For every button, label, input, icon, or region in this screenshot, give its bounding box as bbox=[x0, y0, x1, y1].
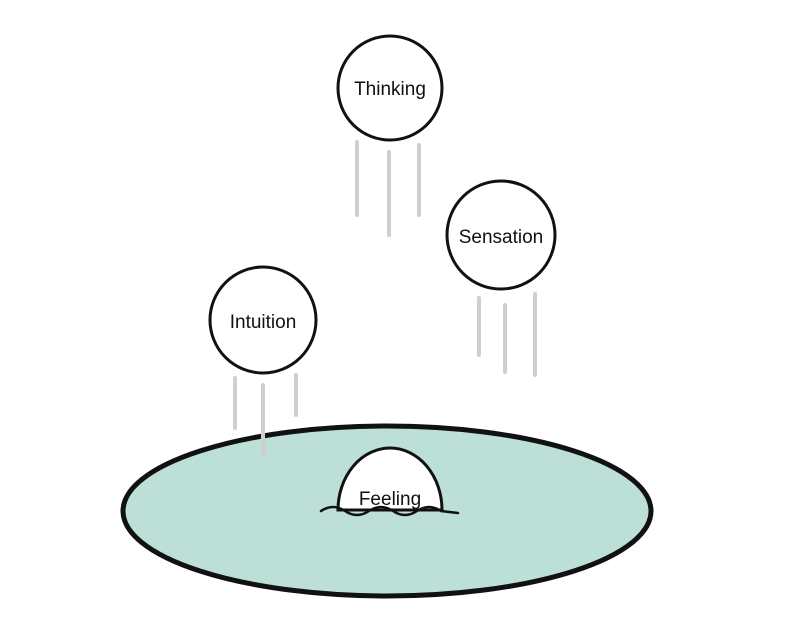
thinking-group: Thinking bbox=[336, 34, 444, 237]
sensation-motion-lines bbox=[477, 292, 537, 377]
sensation-circle bbox=[445, 179, 557, 291]
intuition-label: Intuition bbox=[230, 312, 297, 333]
sensation-group: Sensation bbox=[445, 179, 557, 377]
water-surface-wave bbox=[319, 505, 460, 517]
intuition-circle bbox=[208, 265, 318, 375]
feeling-label: Feeling bbox=[359, 489, 421, 510]
thinking-circle bbox=[336, 34, 444, 142]
thinking-motion-lines bbox=[355, 140, 421, 237]
intuition-group: Intuition bbox=[208, 265, 318, 457]
intuition-motion-lines bbox=[233, 373, 298, 457]
feeling-group: Feeling bbox=[319, 446, 460, 517]
feeling-circle bbox=[336, 446, 444, 512]
sensation-label: Sensation bbox=[459, 227, 544, 248]
thinking-label: Thinking bbox=[354, 79, 426, 100]
